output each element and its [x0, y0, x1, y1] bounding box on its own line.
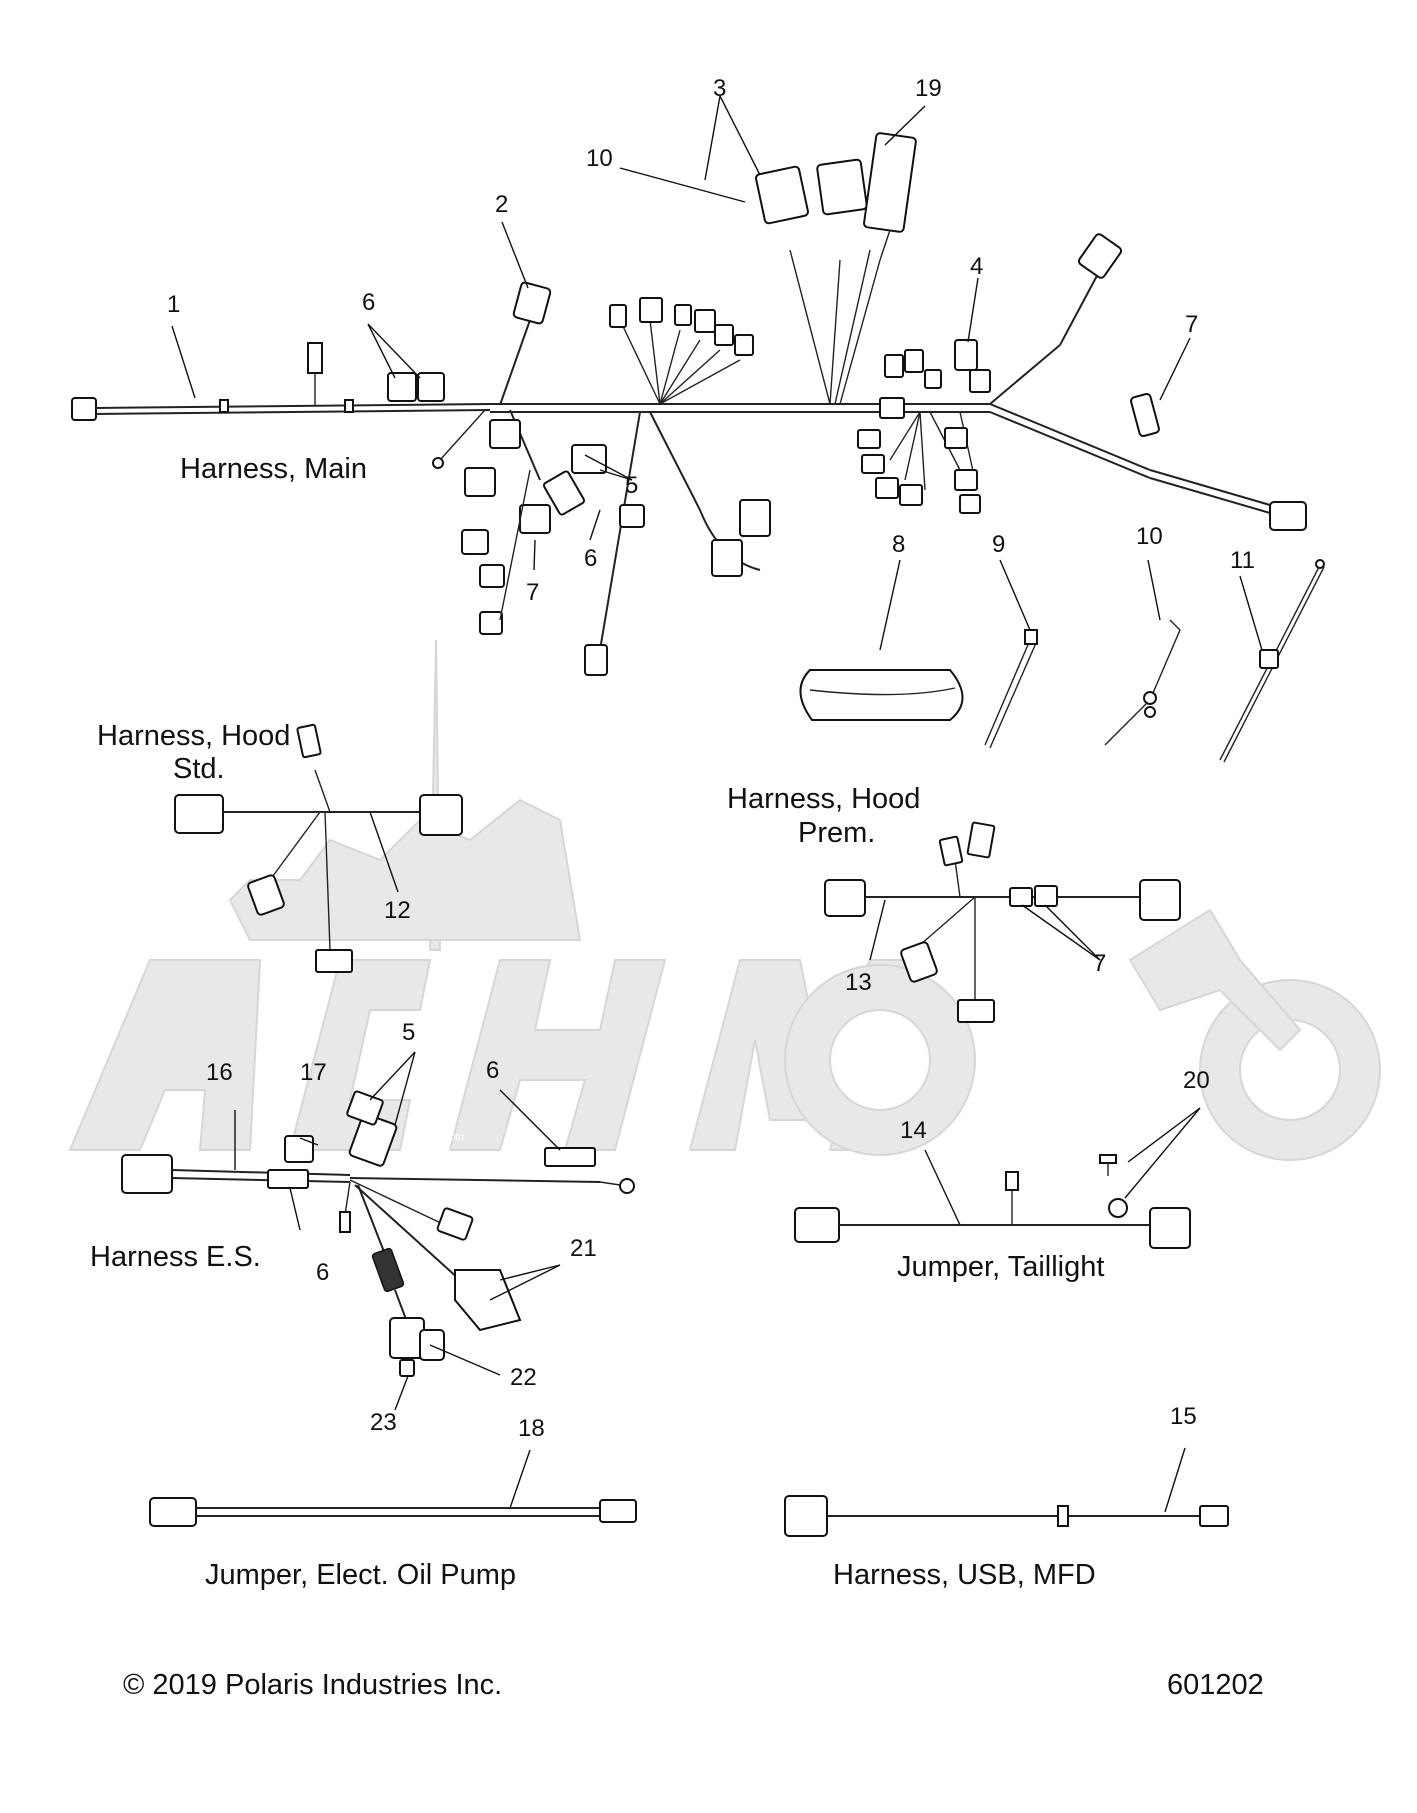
callout-6: 6: [584, 545, 597, 572]
callout-6: 6: [486, 1057, 499, 1084]
taillight-jumper: [794, 1154, 1191, 1249]
watermark-logo: AcMoto: [68, 639, 1381, 1161]
es-harness: [121, 1090, 635, 1377]
callouts: 1 6 2 3 10 19 4 7 5 6 7 8 9 10 11 12 13 …: [167, 75, 1255, 1442]
title-hood-prem-line1: Harness, Hood: [727, 783, 920, 815]
callout-16: 16: [206, 1059, 233, 1086]
title-hood-std-line1: Harness, Hood: [97, 720, 290, 752]
title-hood-prem-line2: Prem.: [798, 817, 875, 849]
callout-10: 10: [1136, 523, 1163, 550]
callout-17: 17: [300, 1059, 327, 1086]
callout-9: 9: [992, 531, 1005, 558]
callout-11: 11: [1230, 547, 1255, 574]
callout-12: 12: [384, 897, 411, 924]
title-taillight-jumper: Jumper, Taillight: [897, 1251, 1104, 1283]
callout-5: 5: [402, 1019, 415, 1046]
oil-pump-jumper: [149, 1497, 637, 1527]
callout-21: 21: [570, 1235, 597, 1262]
callout-18: 18: [518, 1415, 545, 1442]
watermark-text: AcMoto: [430, 1132, 464, 1143]
callout-7: 7: [1185, 311, 1198, 338]
title-hood-std-line2: Std.: [173, 753, 225, 785]
callout-4: 4: [970, 253, 983, 280]
callout-7: 7: [526, 579, 539, 606]
callout-13: 13: [845, 969, 872, 996]
diagram-id: 601202: [1167, 1669, 1264, 1701]
footer: © 2019 Polaris Industries Inc. 601202: [123, 1669, 1264, 1701]
callout-7: 7: [1093, 950, 1106, 977]
callout-6: 6: [316, 1259, 329, 1286]
callout-3: 3: [713, 75, 726, 102]
callout-1: 1: [167, 291, 180, 318]
callout-15: 15: [1170, 1403, 1197, 1430]
leader-lines: [171, 95, 1263, 1513]
main-harness: [71, 132, 1307, 676]
title-main-harness: Harness, Main: [180, 453, 367, 485]
callout-14: 14: [900, 1117, 927, 1144]
callout-20: 20: [1183, 1067, 1210, 1094]
callout-6: 6: [362, 289, 375, 316]
title-oil-pump-jumper: Jumper, Elect. Oil Pump: [205, 1559, 516, 1591]
title-usb-harness: Harness, USB, MFD: [833, 1559, 1096, 1591]
usb-harness: [784, 1495, 1229, 1537]
right-cluster-connectors: [857, 339, 991, 514]
callout-22: 22: [510, 1364, 537, 1391]
callout-2: 2: [495, 191, 508, 218]
callout-5: 5: [625, 472, 638, 499]
assembly-titles: Harness, Main Harness, Hood Std. Harness…: [90, 453, 1104, 1591]
callout-23: 23: [370, 1409, 397, 1436]
copyright-text: © 2019 Polaris Industries Inc.: [123, 1669, 502, 1701]
callout-8: 8: [892, 531, 905, 558]
upper-branch-connectors: [609, 297, 754, 405]
hood-std-harness: [174, 723, 463, 973]
title-es-harness: Harness E.S.: [90, 1241, 261, 1273]
accessory-parts: [799, 559, 1325, 763]
hood-prem-harness: [824, 821, 1181, 1023]
callout-10: 10: [586, 145, 613, 172]
callout-19: 19: [915, 75, 942, 102]
